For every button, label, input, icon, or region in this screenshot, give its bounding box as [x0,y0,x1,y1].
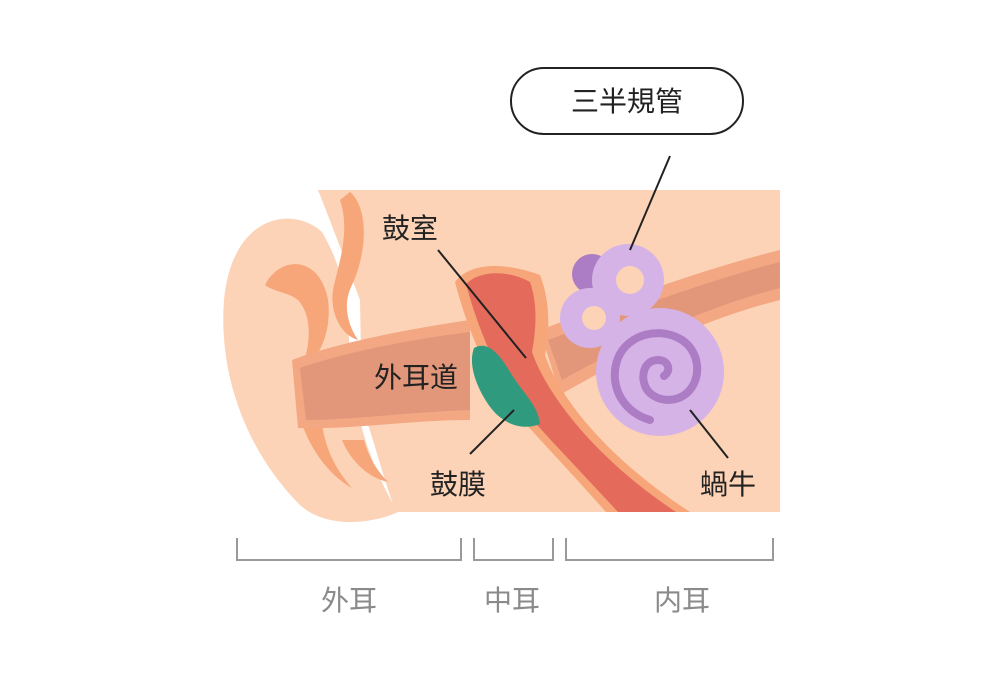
label-tympanic-cavity: 鼓室 [382,212,438,245]
leader-cochlea [689,409,729,459]
cochlea-spiral [610,329,702,424]
auricle-fold-lobe [342,440,388,482]
label-cochlea: 蝸牛 [700,468,756,501]
inner-ear-structure [560,244,724,436]
ear-canal [300,332,470,420]
auricle-fold-inner [332,192,364,340]
auricle-fold-upper [265,264,329,372]
bracket-middle-ear [473,538,554,561]
semicircular-canals-callout [510,67,744,135]
section-outer-ear: 外耳 [321,584,377,617]
semicircular-canal-top-hole [616,266,644,294]
bracket-inner-ear [565,538,774,561]
tympanic-cavity [466,273,676,512]
eardrum [471,345,540,427]
leader-eardrum [469,409,515,455]
label-eardrum: 鼓膜 [430,468,486,501]
leader-tympanic-cavity [437,249,527,359]
label-ear-canal: 外耳道 [374,361,458,394]
section-middle-ear: 中耳 [484,584,540,617]
semicircular-canal-left-hole [582,306,606,330]
bracket-outer-ear [236,538,462,561]
section-inner-ear: 内耳 [654,584,710,617]
leader-semicircular-canals [629,155,671,251]
label-semicircular-canals: 三半規管 [571,85,683,118]
